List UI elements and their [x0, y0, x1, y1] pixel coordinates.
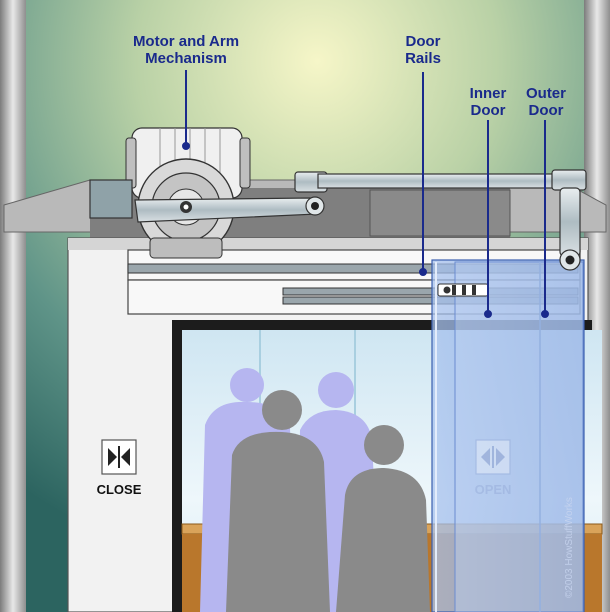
rails-label-line1: Door — [406, 33, 441, 50]
copyright-watermark: ©2003 HowStuffWorks — [564, 497, 575, 598]
open-button-label: OPEN — [475, 482, 512, 497]
motor-label-line2: Mechanism — [145, 50, 227, 67]
front-panel-shade — [68, 238, 588, 250]
motor-label-line1: Motor and Arm — [133, 33, 239, 50]
outer-door-label-line2: Door — [529, 102, 564, 119]
door-hanger-rollers — [438, 284, 488, 296]
rails-label-line2: Rails — [405, 50, 441, 67]
close-button[interactable]: CLOSE — [97, 440, 142, 497]
inner-door-label-line1: Inner — [470, 85, 507, 102]
left-pillar — [0, 0, 26, 612]
outer-door-label-line1: Outer — [526, 85, 566, 102]
open-button[interactable]: OPEN — [475, 440, 512, 497]
close-button-label: CLOSE — [97, 482, 142, 497]
inner-door-label-line2: Door — [471, 102, 506, 119]
